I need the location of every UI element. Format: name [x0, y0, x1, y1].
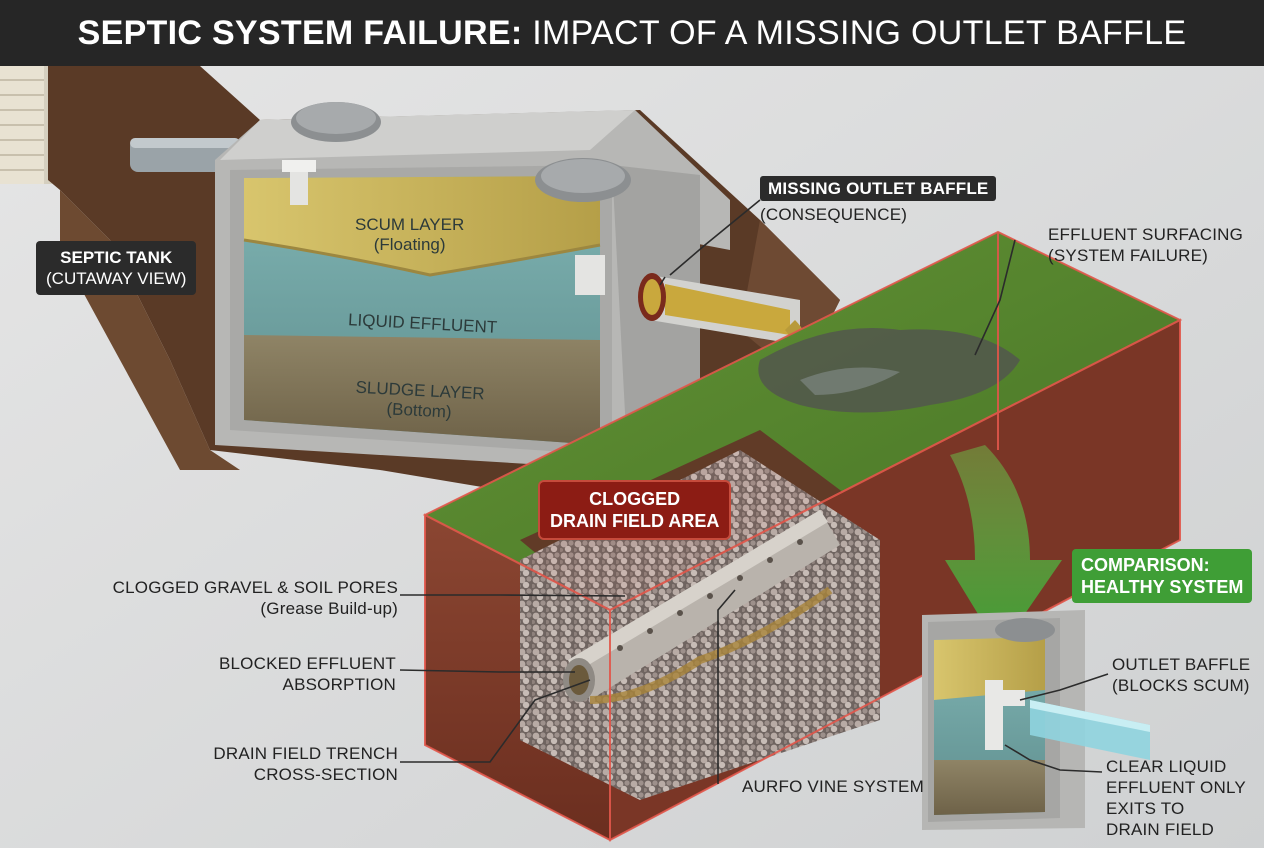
clogged-area-tag: CLOGGED DRAIN FIELD AREA [540, 482, 730, 538]
outlet-baffle-label: OUTLET BAFFLE (BLOCKS SCUM) [1112, 654, 1250, 696]
healthy-tank-inset [922, 610, 1150, 830]
trench-line1: DRAIN FIELD TRENCH [213, 744, 398, 763]
scum-layer-title: SCUM LAYER [355, 215, 465, 234]
missing-baffle-label: MISSING OUTLET BAFFLE (CONSEQUENCE) [760, 176, 997, 225]
comparison-line1: COMPARISON: [1081, 555, 1210, 575]
effluent-surfacing-label: EFFLUENT SURFACING (SYSTEM FAILURE) [1048, 224, 1243, 266]
clear-effluent-line1: CLEAR LIQUID [1106, 757, 1227, 776]
leader-lines [399, 199, 1109, 784]
title-bold: SEPTIC SYSTEM FAILURE: [77, 13, 523, 52]
page-title: SEPTIC SYSTEM FAILURE: IMPACT OF A MISSI… [78, 14, 1187, 53]
blocked-absorption-label: BLOCKED EFFLUENT ABSORPTION [219, 653, 396, 695]
house-siding [0, 66, 52, 184]
effluent-surfacing-line1: EFFLUENT SURFACING [1048, 225, 1244, 244]
outlet-baffle-line2: (BLOCKS SCUM) [1112, 676, 1250, 695]
blocked-absorption-line1: BLOCKED EFFLUENT [218, 654, 396, 673]
title-bar: SEPTIC SYSTEM FAILURE: IMPACT OF A MISSI… [0, 0, 1264, 66]
comparison-tag: COMPARISON: HEALTHY SYSTEM [1072, 549, 1253, 603]
trench-line2: CROSS-SECTION [253, 765, 398, 784]
clogged-area-line1: CLOGGED [589, 489, 681, 509]
scum-layer-sub: (Floating) [373, 235, 446, 254]
clogged-area-line2: DRAIN FIELD AREA [550, 511, 720, 531]
comparison-arrow [945, 445, 1062, 650]
blocked-absorption-line2: ABSORPTION [282, 675, 396, 694]
trench-label: DRAIN FIELD TRENCH CROSS-SECTION [213, 743, 398, 785]
clogged-gravel-label: CLOGGED GRAVEL & SOIL PORES (Grease Buil… [113, 577, 398, 619]
scum-layer-label: SCUM LAYER (Floating) [355, 215, 464, 255]
clear-effluent-line2: EFFLUENT ONLY [1106, 778, 1246, 797]
clogged-gravel-line1: CLOGGED GRAVEL & SOIL PORES [112, 578, 398, 597]
missing-baffle-title: MISSING OUTLET BAFFLE [760, 176, 997, 201]
outlet-baffle-line1: OUTLET BAFFLE [1112, 655, 1251, 674]
missing-baffle-subtitle: (CONSEQUENCE) [760, 205, 908, 224]
pipe-system-label: AURFO VINE SYSTEM [742, 777, 924, 796]
clear-effluent-line3: EXITS TO [1106, 799, 1185, 818]
septic-tank-subtitle: (CUTAWAY VIEW) [46, 269, 187, 288]
comparison-line2: HEALTHY SYSTEM [1081, 577, 1244, 597]
clogged-gravel-line2: (Grease Build-up) [260, 599, 398, 618]
effluent-surfacing-line2: (SYSTEM FAILURE) [1048, 246, 1209, 265]
clear-effluent-label: CLEAR LIQUID EFFLUENT ONLY EXITS TO DRAI… [1106, 756, 1246, 840]
septic-tank-title: SEPTIC TANK [60, 248, 173, 267]
clear-effluent-line4: DRAIN FIELD [1106, 820, 1214, 839]
septic-tank-body [215, 102, 730, 470]
title-light: IMPACT OF A MISSING OUTLET BAFFLE [532, 13, 1187, 52]
sludge-layer-label: SLUDGE LAYER (Bottom) [354, 378, 485, 425]
septic-tank-label: SEPTIC TANK (CUTAWAY VIEW) [36, 241, 197, 295]
